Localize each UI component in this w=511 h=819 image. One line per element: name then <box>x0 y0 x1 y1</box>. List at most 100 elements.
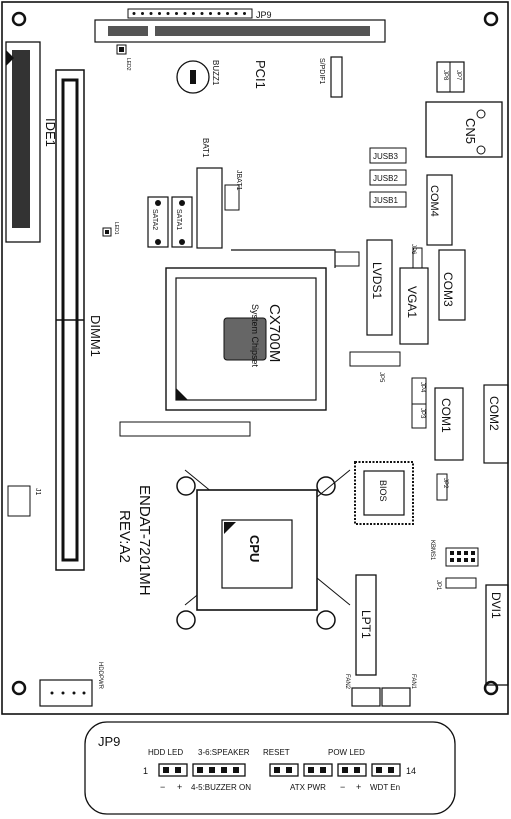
spdif-header: S/PDIF1 <box>318 56 343 98</box>
svg-text:JP6: JP6 <box>410 244 416 255</box>
svg-text:JP8: JP8 <box>442 70 448 81</box>
lpt-connector: LPT1 <box>355 574 377 676</box>
jp9-pin <box>221 767 227 773</box>
jp9-pin <box>197 767 203 773</box>
header-pin <box>450 551 454 555</box>
svg-text:BAT1: BAT1 <box>201 138 210 158</box>
model-name: ENDAT-7201MH <box>136 485 153 596</box>
jp9-sign-pow-minus: − <box>340 782 345 792</box>
jp9-group-wdt: WDT En <box>370 783 400 792</box>
svg-text:LED1: LED1 <box>113 222 119 235</box>
header-pin <box>192 12 195 15</box>
buzzer: BUZZ1 <box>176 60 220 94</box>
svg-text:FAN2: FAN2 <box>344 674 350 690</box>
svg-text:CPU: CPU <box>247 535 262 562</box>
svg-text:J1: J1 <box>34 488 41 496</box>
svg-text:JP5: JP5 <box>378 372 384 383</box>
jp9-pin <box>320 767 326 773</box>
jp9-pin <box>376 767 382 773</box>
svg-text:HDDPWR: HDDPWR <box>97 662 103 690</box>
header-pin <box>450 558 454 562</box>
bios-chip: BIOS JP2 <box>354 461 448 525</box>
com3-header: COM3 <box>438 249 466 321</box>
svg-text:LVDS1: LVDS1 <box>370 262 384 299</box>
svg-text:CX700M: CX700M <box>266 304 283 362</box>
svg-text:LPT1: LPT1 <box>359 610 373 639</box>
jp9-pin <box>342 767 348 773</box>
header-pin <box>217 12 221 15</box>
svg-text:JP3: JP3 <box>419 408 425 419</box>
jp9-pin <box>308 767 314 773</box>
header-pin <box>234 12 238 15</box>
svg-text:LED2: LED2 <box>125 58 131 71</box>
com2-header: COM2 <box>483 384 509 464</box>
header-pin <box>166 12 170 15</box>
pci-label: PCI1 <box>253 60 268 89</box>
svg-text:COM4: COM4 <box>428 185 440 217</box>
jp4-jp3: JP4 JP3 <box>411 377 427 429</box>
hddpwr-connector: HDDPWR <box>39 662 103 707</box>
jp9-pin <box>286 767 292 773</box>
jp9-pin <box>175 767 181 773</box>
svg-text:DIMM1: DIMM1 <box>88 315 103 357</box>
svg-text:BUZZ1: BUZZ1 <box>211 60 220 86</box>
jp7-jp8: JP8 JP7 <box>436 61 465 93</box>
jp9-sign-hdd-plus: + <box>177 782 182 792</box>
com4-header: COM4 <box>426 174 453 246</box>
jp9-group-speaker: 3-6:SPEAKER <box>198 748 250 757</box>
model-revision: REV:A2 <box>116 510 133 563</box>
svg-text:JUSB1: JUSB1 <box>373 196 398 205</box>
j1-connector: J1 <box>7 485 41 517</box>
svg-text:IDE1: IDE1 <box>43 118 58 147</box>
jp9-pin <box>388 767 394 773</box>
jp9-detail-panel: JP9 1 14 HDD LED 3-6:SPEAKER RESET POW L… <box>84 721 456 815</box>
svg-text:System Chipset: System Chipset <box>250 304 260 368</box>
jp9-pin <box>233 767 239 773</box>
led2: LED2 <box>116 44 131 71</box>
jp9-group-hdd-led: HDD LED <box>148 748 183 757</box>
svg-text:FAN1: FAN1 <box>410 674 416 690</box>
svg-text:KBMS1: KBMS1 <box>429 540 435 561</box>
header-pin <box>209 12 212 15</box>
board-model: ENDAT-7201MH REV:A2 <box>116 485 153 596</box>
jp9-header-label: JP9 <box>256 10 272 20</box>
dvi-connector: DVI1 <box>485 584 509 686</box>
svg-text:DVI1: DVI1 <box>489 592 503 619</box>
jp9-pin-first: 1 <box>143 766 148 776</box>
header-pin <box>132 12 136 15</box>
header-pin <box>464 551 468 555</box>
svg-text:COM1: COM1 <box>439 398 453 433</box>
mounting-holes <box>11 11 499 696</box>
jp9-group-pow-led: POW LED <box>328 748 365 757</box>
jp9-group-buzzer: 4-5:BUZZER ON <box>191 783 251 792</box>
jp9-pin <box>209 767 215 773</box>
battery: BAT1 JBAT1 <box>196 138 242 249</box>
header-pin <box>175 12 178 15</box>
cpu: CPU <box>176 469 351 630</box>
jp9-sign-pow-plus: + <box>356 782 361 792</box>
sata-connectors: SATA2 SATA1 <box>147 196 193 248</box>
header-pin <box>226 12 229 15</box>
svg-text:COM2: COM2 <box>487 396 501 431</box>
jp9-pin-last: 14 <box>406 766 416 776</box>
svg-text:CN5: CN5 <box>463 118 478 144</box>
kbms-header: KBMS1 JP1 <box>429 540 479 591</box>
jp9-header: JP9 <box>127 8 272 20</box>
jp9-group-reset: RESET <box>263 748 290 757</box>
svg-text:JUSB2: JUSB2 <box>373 174 398 183</box>
svg-text:S/PDIF1: S/PDIF1 <box>318 58 325 85</box>
header-pin <box>141 12 144 15</box>
dimm-slot: DIMM1 <box>55 69 103 571</box>
svg-text:JP1: JP1 <box>435 580 441 591</box>
cn5-connector: CN5 <box>425 101 503 158</box>
jp9-detail-title: JP9 <box>98 734 120 749</box>
svg-text:JP7: JP7 <box>455 70 461 81</box>
svg-text:JP2: JP2 <box>442 478 448 489</box>
header-pin <box>464 558 468 562</box>
svg-text:JUSB3: JUSB3 <box>373 152 398 161</box>
svg-text:COM3: COM3 <box>441 272 455 307</box>
header-pin <box>457 558 461 562</box>
header-pin <box>149 12 153 15</box>
chipset: CX700M System Chipset JP5 <box>119 249 401 437</box>
